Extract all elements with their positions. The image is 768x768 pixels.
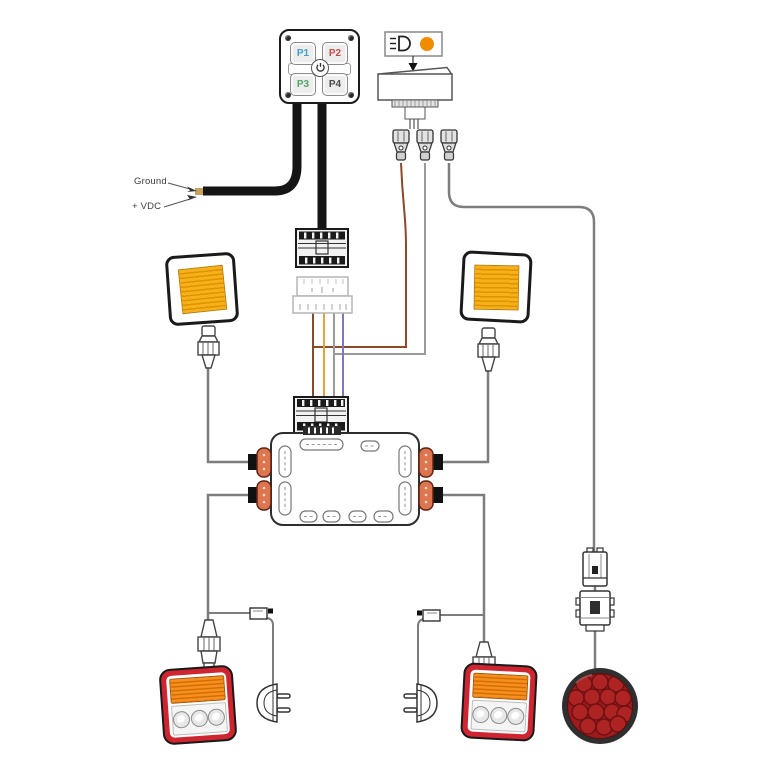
junction-port-left-bottom [248,480,272,511]
power-cables [163,96,327,232]
spade-terminals [392,129,458,161]
indicator-section [168,674,226,705]
button-p2: P2 [322,42,348,65]
led-lens [471,706,490,724]
wire-gray-feed [334,163,426,355]
junction-box [248,426,443,526]
worklight-icon [390,35,411,52]
left-taillight-connector [197,619,221,671]
right-taillight [460,662,538,742]
arrow-down-icon [408,63,418,72]
switch-panel: P1 P2 P3 P4 [279,29,360,104]
amber-lens [177,264,227,314]
vdc-arrowhead-icon [187,195,197,201]
led-lens [489,707,508,725]
white-connector [292,276,353,314]
taillight-body [467,669,531,735]
junction-port-right-bottom [418,480,443,511]
indicator-dot [420,37,434,51]
right-plate-connector [417,609,441,622]
spade-terminal-1 [392,129,410,161]
ground-arrow [167,182,191,190]
power-icon [315,63,325,72]
left-worklight-connector [197,325,220,369]
led-lens [172,711,191,730]
wire-right-taillight [443,493,486,644]
rocker-label [384,31,443,72]
screw-icon [348,35,354,41]
button-p4: P4 [322,73,348,96]
led-lens [506,707,525,726]
junction-port-right-top [418,447,443,478]
right-worklight-connector [477,327,500,372]
rocker-switch [377,66,453,129]
wire-right-worklight [443,371,490,464]
left-taillight [158,664,238,746]
ground-label: Ground [134,176,167,187]
wire-left-taillight [206,493,249,622]
vdc-label: + VDC [132,201,162,212]
taillight-body [165,671,231,739]
right-plate-lamp [403,683,438,723]
button-p1: P1 [290,42,316,65]
power-button [311,58,329,77]
wiring [206,162,597,686]
left-worklight [164,251,240,327]
screw-icon [285,92,291,98]
wire-right-plate-drop [417,618,425,686]
led-lens [189,709,209,729]
spade-terminal-3 [440,129,458,161]
reverse-section [170,702,228,736]
round-rear-light [562,668,638,744]
button-p3: P3 [290,73,316,96]
ground-arrowhead-icon [187,186,197,192]
spade-terminal-2 [416,129,434,161]
cable-supply [203,96,302,196]
junction-port-left-top [248,447,272,478]
indicator-section [471,672,528,701]
wire-left-plate-drop [266,617,274,686]
inline-connector-lower [575,590,615,632]
wire-left-worklight [206,368,249,464]
reverse-section [470,699,527,732]
wire-brown-feed [313,162,407,348]
wire-rocker-to-round-light [447,163,596,552]
left-plate-connector [249,607,273,620]
harness-connector-top [295,228,349,268]
right-worklight [459,250,533,324]
left-plate-lamp [256,683,291,723]
screw-icon [285,35,291,41]
amber-lens [473,264,519,310]
led-lens [207,708,226,727]
inline-connector-upper [582,547,608,587]
vdc-arrow [163,198,191,208]
cable-stripped-tip [195,188,207,195]
screw-icon [348,92,354,98]
